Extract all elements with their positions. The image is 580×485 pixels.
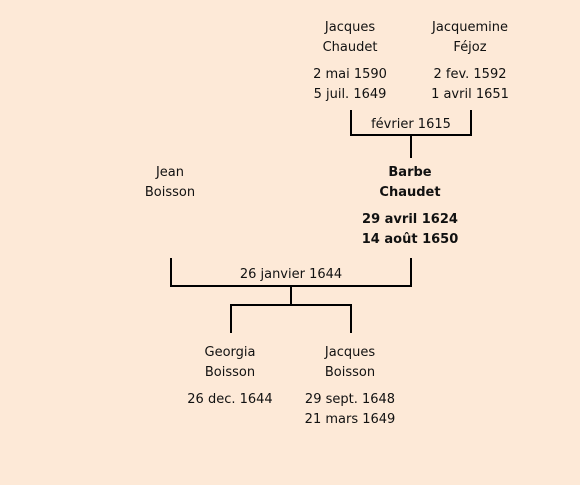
person-last-name: Chaudet xyxy=(379,185,441,200)
person-jacquemine-fejoz[interactable]: Jacquemine Féjoz 2 fev. 1592 1 avril 165… xyxy=(400,18,540,105)
person-first-name: Jean xyxy=(155,165,185,180)
person-first-name: Jacques xyxy=(324,20,376,35)
marriage-date-chaudet-fejoz: février 1615 xyxy=(371,117,451,132)
person-birth: 2 mai 1590 xyxy=(313,67,387,82)
person-first-name: Jacquemine xyxy=(432,20,508,35)
person-birth: 29 avril 1624 xyxy=(362,212,458,227)
person-death: 5 juil. 1649 xyxy=(313,87,387,102)
person-last-name: Féjoz xyxy=(453,40,487,55)
person-jacques-chaudet[interactable]: Jacques Chaudet 2 mai 1590 5 juil. 1649 xyxy=(280,18,420,105)
person-first-name: Barbe xyxy=(388,165,432,180)
person-birth: 29 sept. 1648 xyxy=(304,392,396,407)
person-first-name: Jacques xyxy=(324,345,376,360)
person-barbe-chaudet[interactable]: Barbe Chaudet 29 avril 1624 14 août 1650 xyxy=(340,163,480,250)
person-first-name: Georgia xyxy=(204,345,256,360)
person-birth: 26 dec. 1644 xyxy=(187,392,273,407)
person-jean-boisson[interactable]: Jean Boisson xyxy=(100,163,240,203)
person-death: 14 août 1650 xyxy=(361,232,459,247)
person-death: 1 avril 1651 xyxy=(431,87,509,102)
person-last-name: Chaudet xyxy=(322,40,378,55)
person-birth: 2 fev. 1592 xyxy=(433,67,507,82)
marriage-date-boisson-chaudet: 26 janvier 1644 xyxy=(239,267,343,282)
person-georgia-boisson[interactable]: Georgia Boisson 26 dec. 1644 xyxy=(160,343,300,410)
person-last-name: Boisson xyxy=(324,365,376,380)
person-last-name: Boisson xyxy=(144,185,196,200)
person-last-name: Boisson xyxy=(204,365,256,380)
person-jacques-boisson[interactable]: Jacques Boisson 29 sept. 1648 21 mars 16… xyxy=(280,343,420,430)
person-death: 21 mars 1649 xyxy=(304,412,396,427)
